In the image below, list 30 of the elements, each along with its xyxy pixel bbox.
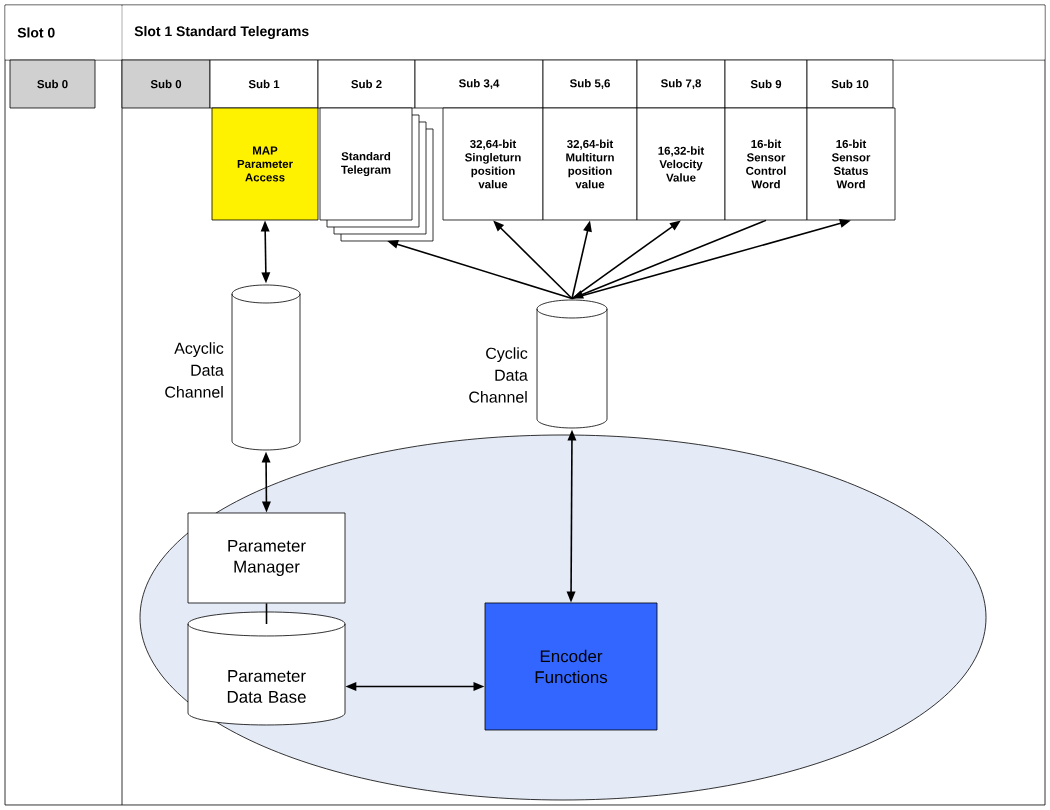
channel-label: Acyclic Data Channel <box>165 342 224 398</box>
arrow <box>572 219 767 299</box>
arrow <box>493 220 573 300</box>
parameter-access-box: MAP Parameter Access <box>211 107 319 221</box>
channel-cylinder <box>536 299 608 429</box>
slot-cell: Sub 7,8 <box>636 59 726 109</box>
arrow <box>571 220 592 300</box>
slot-cell: Sub 10 <box>806 59 894 109</box>
header-cell: Slot 0 <box>5 5 122 60</box>
manager-box: Parameter Manager <box>187 512 346 604</box>
slot-cell: Sub 1 <box>209 59 319 109</box>
function-box: Encoder Functions <box>484 602 658 731</box>
telegram-stack: Standard Telegram <box>319 107 434 242</box>
arrow <box>566 429 577 603</box>
database-cylinder: Parameter Data Base <box>187 611 346 726</box>
slot-cell: Sub 0 <box>9 59 96 109</box>
slot-cell: Sub 5,6 <box>542 59 638 109</box>
arrow <box>345 682 485 691</box>
slot-cell: Sub 0 <box>121 59 211 109</box>
arrow <box>387 240 573 300</box>
arrow <box>260 220 271 284</box>
channel-label: Cyclic Data Channel <box>469 347 528 403</box>
channel-cylinder <box>231 284 301 451</box>
slot-cell: Sub 2 <box>317 59 416 109</box>
arrow <box>571 219 851 300</box>
slot-cell: Sub 3,4 <box>414 59 544 109</box>
data-box: 32,64-bit Singleturn position value <box>442 107 544 221</box>
arrow <box>571 220 681 300</box>
slot-cell: Sub 9 <box>724 59 808 109</box>
arrow <box>261 451 271 513</box>
